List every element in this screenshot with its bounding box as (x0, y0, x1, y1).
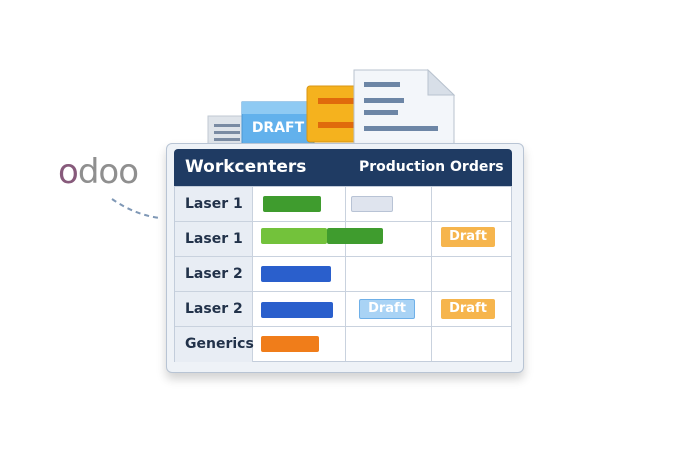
workcenter-row: Generics (175, 327, 511, 362)
order-bar-blue[interactable] (261, 302, 333, 318)
board-header: Workcenters Production Orders (174, 149, 512, 186)
row-label-cell: Generics (175, 327, 254, 362)
schedule-grid: Laser 1 Laser 1 Draft Laser 2 Laser 2 Dr… (174, 186, 512, 362)
logo-letter: d (77, 152, 100, 192)
logo-text: odoo (58, 152, 139, 192)
logo-letter: o (58, 152, 79, 192)
draft-chip[interactable]: Draft (359, 299, 415, 319)
workcenter-label: Laser 2 (185, 301, 243, 317)
workcenter-label: Laser 1 (185, 231, 243, 247)
order-bar-green[interactable] (263, 196, 321, 212)
draft-tag: DRAFT (251, 120, 305, 136)
workcenter-row: Laser 2 Draft Draft (175, 292, 511, 327)
yellow-folder (306, 85, 360, 143)
draft-chip[interactable]: Draft (441, 227, 495, 247)
workcenter-label: Generics (185, 336, 254, 352)
draft-document (241, 101, 315, 149)
row-label-cell: Laser 2 (175, 257, 253, 291)
board-title: Workcenters (185, 157, 307, 177)
report-sheet (353, 68, 456, 147)
grid-divider (431, 187, 432, 361)
odoo-logo: odoo (58, 152, 139, 192)
row-label-cell: Laser 1 (175, 222, 253, 256)
workcenter-row: Laser 1 (175, 187, 511, 222)
draft-chip[interactable]: Draft (441, 299, 495, 319)
row-label-cell: Laser 2 (175, 292, 253, 326)
workcenter-row: Laser 1 Draft (175, 222, 511, 257)
grid-divider (345, 187, 346, 361)
order-bar-orange[interactable] (261, 336, 319, 352)
order-bar-light-green[interactable] (261, 228, 327, 244)
logo-letter: o (118, 152, 139, 192)
logo-letter: o (98, 152, 119, 192)
order-bar-blue[interactable] (261, 266, 331, 282)
workcenter-row: Laser 2 (175, 257, 511, 292)
workcenter-label: Laser 1 (185, 196, 243, 212)
workcenter-label: Laser 2 (185, 266, 243, 282)
order-bar-pending[interactable] (351, 196, 393, 212)
order-bar-green[interactable] (327, 228, 383, 244)
board-subtitle: Production Orders (359, 159, 504, 175)
row-label-cell: Laser 1 (175, 187, 253, 221)
